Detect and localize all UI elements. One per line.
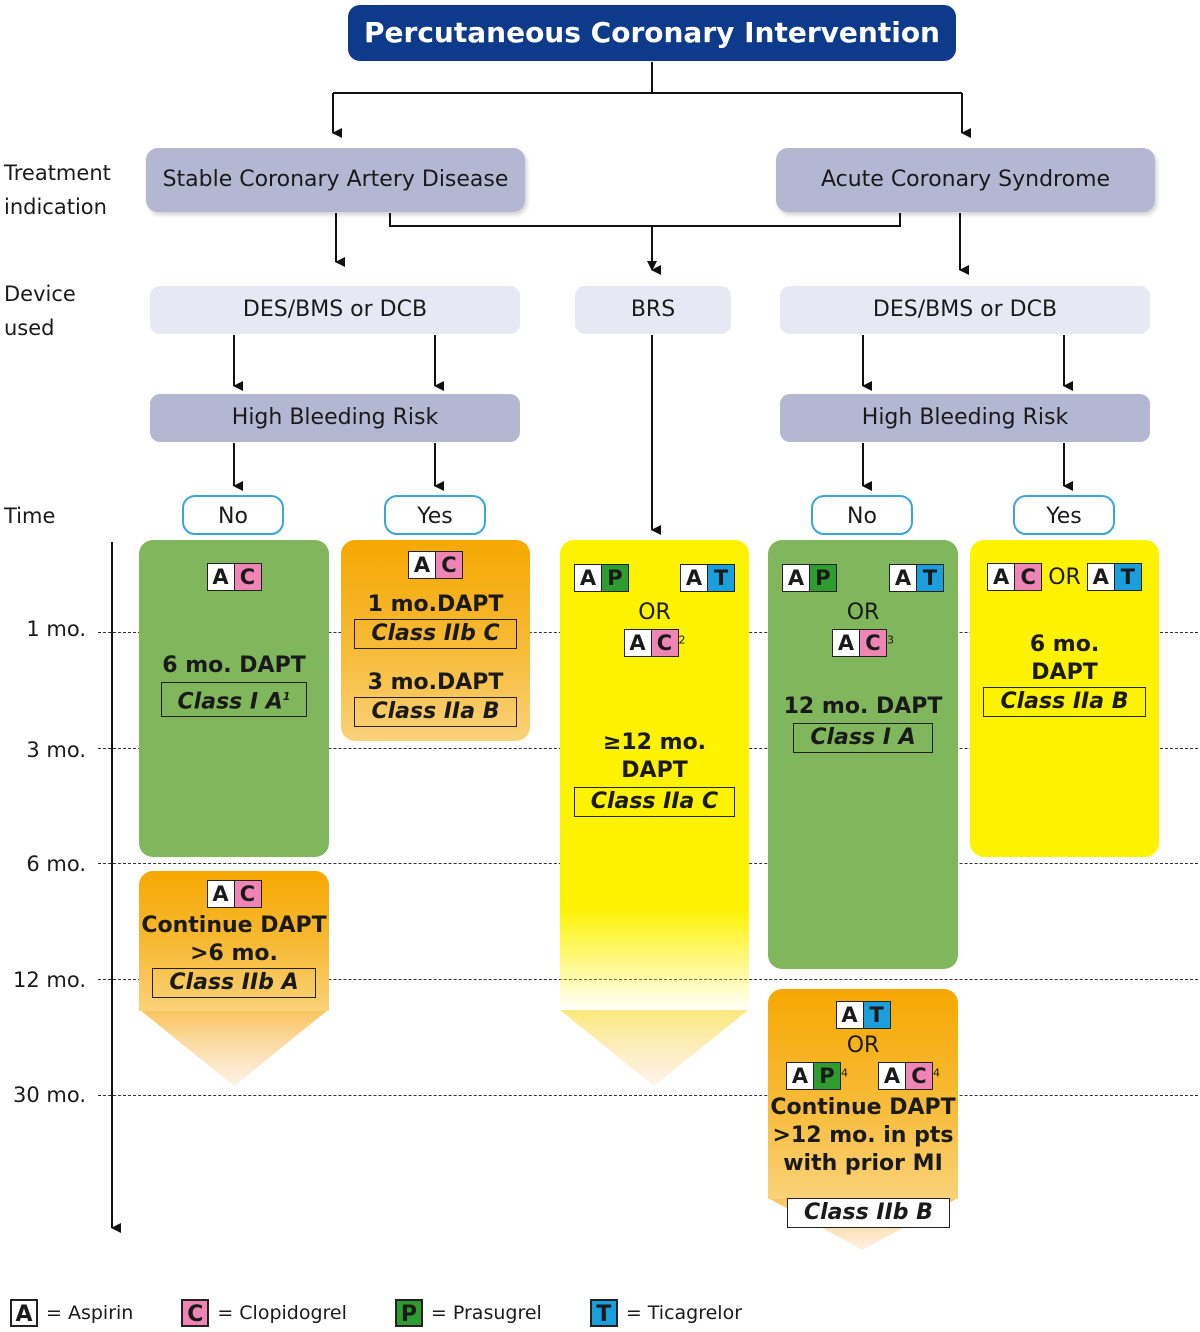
footnote-marker: 2 — [678, 633, 686, 647]
legend-item-aspirin: A= Aspirin — [10, 1296, 133, 1330]
legend-item-ticagrelor: T= Ticagrelor — [589, 1296, 742, 1330]
duration-label: 6 mo. — [1029, 632, 1100, 657]
or-label: OR — [846, 600, 880, 625]
duration-label: 3 mo.DAPT — [367, 670, 504, 695]
recommendation-class: Class I A — [793, 723, 933, 753]
time-tick-30mo: 30 mo. — [12, 1083, 86, 1107]
recommendation-class: Class IIa C — [573, 787, 736, 817]
time-tick-3mo: 3 mo. — [26, 738, 86, 762]
duration-label: 6 mo. DAPT — [162, 653, 306, 678]
duration-label: ≥12 mo. — [602, 730, 707, 755]
legend-item-prasugrel: P= Prasugrel — [394, 1296, 542, 1330]
row-label-treatment: Treatment indication — [4, 161, 111, 219]
recommendation-class: Class IIb B — [787, 1198, 950, 1228]
device-acute: DES/BMS or DCB — [780, 286, 1150, 334]
legend: A= Aspirin C= Clopidogrel P= Prasugrel T… — [10, 1296, 1190, 1330]
time-tick-12mo: 12 mo. — [12, 968, 86, 992]
bleeding-yes-acute: Yes — [1013, 495, 1115, 535]
legend-item-clopidogrel: C= Clopidogrel — [181, 1296, 347, 1330]
duration-label: >12 mo. in pts — [772, 1123, 954, 1148]
footnote-marker: 4 — [841, 1066, 848, 1080]
bleeding-risk-acute: High Bleeding Risk — [780, 394, 1150, 442]
duration-label: 1 mo.DAPT — [367, 592, 504, 617]
time-tick-1mo: 1 mo. — [26, 617, 86, 641]
duration-label: DAPT — [1031, 660, 1098, 685]
bleeding-yes-stable: Yes — [384, 495, 486, 535]
recommendation-class: Class I A1 — [160, 682, 308, 718]
population-label: with prior MI — [783, 1151, 943, 1176]
footnote-marker: 3 — [887, 633, 894, 647]
bleeding-risk-stable: High Bleeding Risk — [150, 394, 520, 442]
device-stable: DES/BMS or DCB — [150, 286, 520, 334]
bleeding-no-acute: No — [811, 495, 913, 535]
continue-arrow-scad — [140, 1010, 328, 1086]
footnote-marker: 4 — [933, 1066, 940, 1080]
indication-acute: Acute Coronary Syndrome — [776, 148, 1155, 212]
or-label: OR — [638, 600, 671, 625]
bleeding-no-stable: No — [182, 495, 284, 535]
recommendation-class: Class IIb C — [354, 619, 517, 649]
recommendation-class: Class IIa B — [983, 687, 1146, 717]
continue-label: Continue DAPT — [141, 913, 327, 938]
duration-label: 12 mo. DAPT — [783, 694, 943, 719]
time-gridline — [98, 1095, 1198, 1096]
row-label-time: Time — [4, 504, 56, 528]
duration-label: DAPT — [621, 758, 688, 783]
row-label-device: Device used — [4, 282, 76, 340]
or-label: OR — [1048, 564, 1081, 590]
duration-label: >6 mo. — [190, 941, 278, 966]
continue-arrow-brs — [560, 1010, 748, 1086]
page-title: Percutaneous Coronary Intervention — [348, 5, 956, 61]
device-brs: BRS — [575, 286, 731, 334]
time-tick-6mo: 6 mo. — [26, 852, 86, 876]
continue-label: Continue DAPT — [770, 1095, 956, 1120]
recommendation-class: Class IIa B — [354, 697, 517, 727]
or-label: OR — [846, 1033, 880, 1058]
indication-stable: Stable Coronary Artery Disease — [146, 148, 525, 212]
recommendation-class: Class IIb A — [152, 968, 316, 998]
